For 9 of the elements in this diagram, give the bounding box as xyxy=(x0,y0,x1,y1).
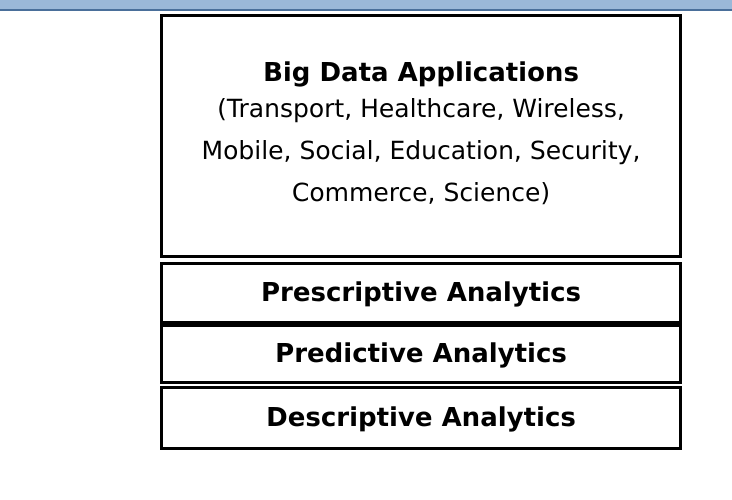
layer-box xyxy=(160,324,682,384)
layer-box xyxy=(160,262,682,324)
layer-title: Big Data Applications xyxy=(263,58,579,88)
layer-title: Descriptive Analytics xyxy=(266,403,576,433)
layer-description: (Transport, Healthcare, Wireless, Mobile, Social, Education, Security, Commerce, Science) xyxy=(200,93,642,209)
layer-title: Prescriptive Analytics xyxy=(261,278,581,308)
layer-title: Predictive Analytics xyxy=(275,339,567,369)
layer-box xyxy=(160,14,682,258)
layer-box xyxy=(160,386,682,450)
